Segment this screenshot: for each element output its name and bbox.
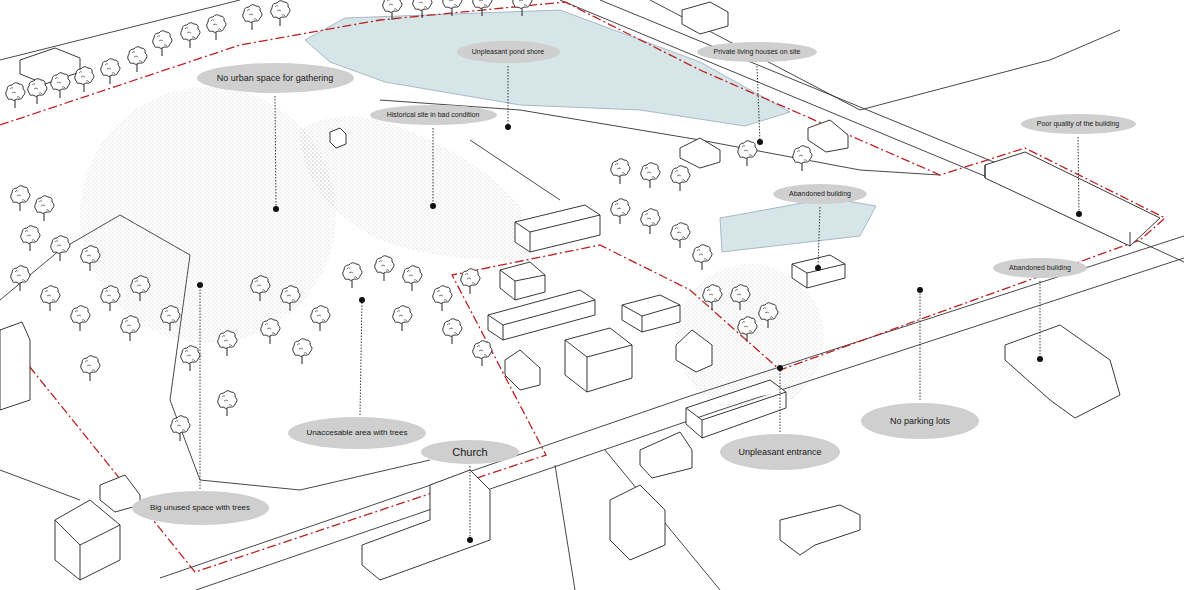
callout-ellipse: Historical site in bad condition	[370, 105, 497, 125]
callout-label: Unpleasant entrance	[738, 447, 821, 457]
ellipse-fill	[720, 434, 840, 470]
ellipse-fill	[132, 491, 269, 525]
ellipse-fill	[288, 417, 426, 449]
hatched-zones	[80, 87, 824, 412]
callout-ellipse: Abandoned building	[993, 258, 1087, 278]
callout-ellipse: Unaccesable area with trees	[288, 417, 426, 449]
callout-label: Church	[452, 446, 487, 459]
callout-label: Unaccesable area with trees	[307, 428, 408, 437]
trees	[6, 0, 812, 441]
callout-ellipse: Big unused space with trees	[132, 491, 269, 525]
ellipse-fill	[421, 440, 519, 464]
buildings	[0, 2, 1160, 580]
ellipse-fill	[697, 42, 817, 62]
ellipse-fill	[197, 63, 354, 93]
callout-label: Abandoned building	[789, 190, 851, 198]
callout-label: Historical site in bad condition	[387, 111, 480, 119]
ellipse-fill	[457, 41, 560, 63]
leader-lines	[200, 66, 1079, 540]
callout-label: No parking lots	[890, 416, 950, 426]
site-boundary	[0, 2, 1165, 572]
callout-ellipse: Abandoned building	[773, 184, 867, 204]
ellipse-fill	[861, 403, 979, 439]
callout-label: Unpleasant pond shore	[472, 48, 544, 56]
ellipse-fill	[370, 105, 497, 125]
callout-label: Private living houses on site	[714, 48, 801, 56]
callout-ellipse: Unpleasant entrance	[720, 434, 840, 470]
leader-dots	[197, 124, 1082, 543]
callout-ellipse: Church	[421, 440, 519, 464]
callout-ellipse: Private living houses on site	[697, 42, 817, 62]
callout-ellipse: No parking lots	[861, 403, 979, 439]
callout-label: No urban space for gathering	[217, 73, 334, 83]
ellipse-fill	[773, 184, 867, 204]
callout-ellipse: No urban space for gathering	[197, 63, 354, 93]
callout-label: Big unused space with trees	[150, 503, 250, 512]
ellipse-fill	[1021, 114, 1136, 134]
callout-label: Poor quality of the building	[1037, 120, 1120, 128]
callout-label: Abandoned building	[1009, 264, 1071, 272]
ellipse-fill	[993, 258, 1087, 278]
callout-ellipse: Poor quality of the building	[1021, 114, 1136, 134]
callout-ellipse: Unpleasant pond shore	[457, 41, 560, 63]
